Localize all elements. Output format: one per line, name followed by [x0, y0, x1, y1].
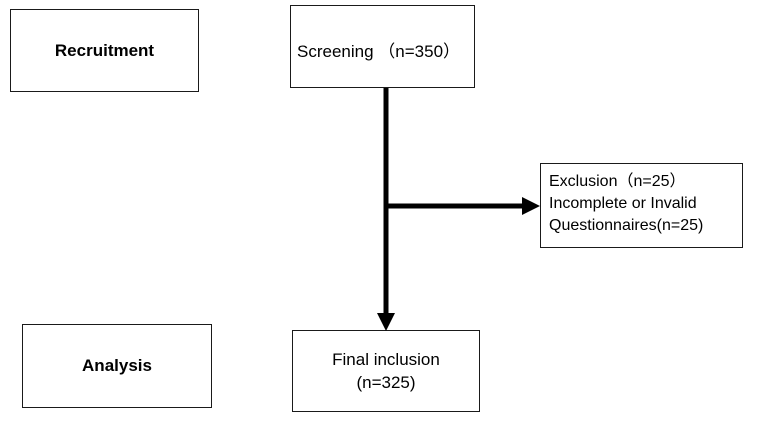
- analysis-stage-label: Analysis: [82, 356, 152, 375]
- exclusion-reason-line2: Questionnaires(n=25): [549, 217, 704, 234]
- analysis-stage-box: Analysis: [22, 324, 212, 408]
- exclusion-box: Exclusion（n=25） Incomplete or Invalid Qu…: [540, 163, 743, 248]
- final-inclusion-label: Final inclusion: [332, 350, 440, 369]
- recruitment-stage-label: Recruitment: [54, 40, 155, 60]
- exclusion-reason-line1: Incomplete or Invalid: [549, 195, 697, 212]
- main-flow-arrowhead: [377, 313, 395, 331]
- screening-box: Screening （n=350）: [290, 5, 475, 88]
- screening-label: Screening （n=350）: [297, 42, 461, 61]
- recruitment-stage-box: Recruitment: [10, 9, 199, 92]
- exclusion-title: Exclusion（n=25）: [549, 173, 686, 190]
- final-inclusion-count: (n=325): [356, 373, 416, 392]
- exclusion-branch-arrowhead: [522, 197, 540, 215]
